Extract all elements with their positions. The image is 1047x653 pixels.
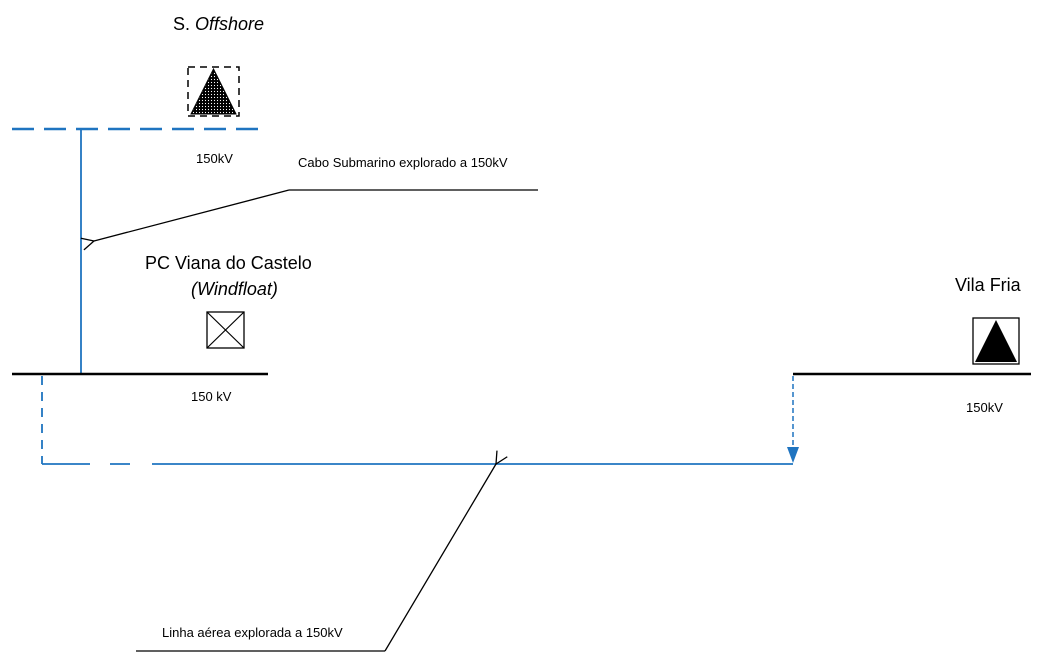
arrowhead-vila-fria xyxy=(787,447,799,463)
submarine-cable-label: Cabo Submarino explorado a 150kV xyxy=(298,155,508,170)
viana-title: PC Viana do Castelo xyxy=(145,253,312,273)
offshore-substation-icon xyxy=(187,66,240,117)
viana-voltage: 150 kV xyxy=(191,389,232,404)
offshore-voltage: 150kV xyxy=(196,151,233,166)
overhead-line-label: Linha aérea explorada a 150kV xyxy=(162,625,343,640)
vila-fria-title: Vila Fria xyxy=(955,275,1021,295)
offshore-name: Offshore xyxy=(195,14,265,34)
viana-subtitle: (Windfloat) xyxy=(191,279,278,299)
submarine-annotation-leader xyxy=(94,189,290,241)
offshore-title: S. Offshore xyxy=(173,14,264,35)
overhead-annotation-leader xyxy=(384,464,496,652)
offshore-prefix: S. xyxy=(173,14,191,34)
vila-fria-voltage: 150kV xyxy=(966,400,1003,415)
windfloat-box-x-icon xyxy=(206,311,245,349)
vila-fria-substation-icon xyxy=(972,317,1020,365)
